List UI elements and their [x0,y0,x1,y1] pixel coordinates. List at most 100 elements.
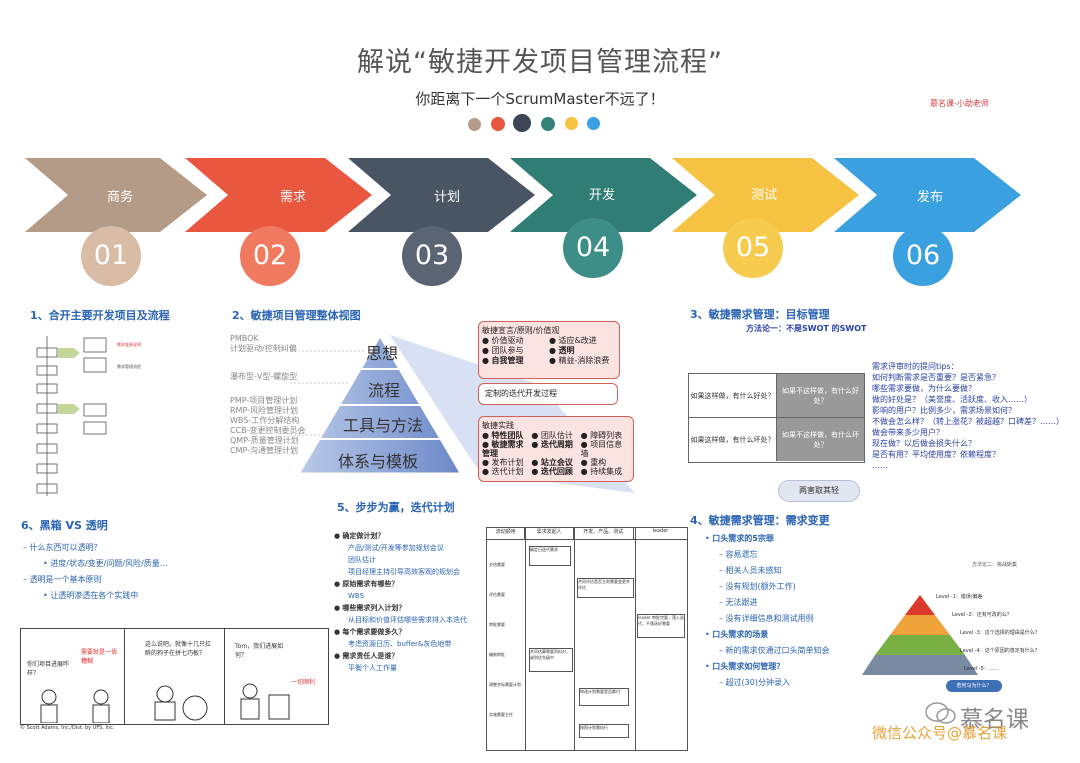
left-label: PMP-项目管理计划 [230,396,298,405]
blackbox-item: 进度/状态/变更/问题/风险/质量… [50,559,168,568]
blackbox-item: 什么东西可以透明？ [29,543,102,552]
flow-header: 开发、产品、测试 [574,528,634,539]
flow-step: 实施需要主任 [489,712,513,717]
stage-number-2: 02 [240,226,300,286]
left-label: 计划驱动/控制纠偏 [230,344,297,353]
iteration-item: 哪些需求列入计划？ [342,604,406,612]
tip-item: 做会带来多少用户？ [872,428,944,437]
tip-item: 做的好处是？（美誉度、活跃度、收入……） [872,395,1032,404]
req-item: 口头需求如何管理？ [712,662,785,671]
box-item: 团队估计 [540,431,573,440]
dot-5 [565,117,578,130]
tip-item: 哪些需求要做，为什么要做？ [872,384,976,393]
dot-6 [587,117,600,130]
box-item: 迭代计划 [491,467,524,476]
flow-box: 共同估算需要资料对，或则优先级中 [529,648,573,672]
box-item: 障碍列表 [590,431,623,440]
tip-item: 是否有用？平均使用度？依赖程度？ [872,450,1000,459]
svg-text:需求变更说明: 需求变更说明 [117,341,141,347]
comic-text: Tom，我们进展如何？ [235,643,284,659]
stage-number-6: 06 [893,226,953,286]
comic-figures [40,689,110,723]
box-item: 站立会议 [540,458,573,467]
stage-number-4: 04 [563,218,623,278]
stage-arrow-5 [672,158,859,232]
cloud-label: 两害取其轻 [778,480,860,502]
left-label: CCB-变更控制委员会 [230,426,306,435]
comic-figures [240,683,290,720]
box-item: 精益-消除浪费 [558,356,610,365]
iteration-item: 考虑资源日历、buffer&灰色地带 [348,640,452,648]
flow-step: 评估需要 [489,592,505,597]
req-change-list: • 口头需求的5宗罪 – 容易遗忘 – 相关人员未感知 – 没有规划(额外工作)… [705,534,830,687]
page-title: 解说“敏捷开发项目管理流程” [357,47,723,78]
wechat-watermark: 微信公众号@慕名课 [872,724,1008,742]
tip-item: 影响的用户？比例多少，需求场景如何？ [872,406,1016,415]
req-item: 没有详细信息和测试用例 [725,614,814,623]
box-item: 发布计划 [491,458,524,467]
blackbox-item: 透明是一个基本原则 [29,575,102,584]
stage-arrow-4 [510,158,697,232]
left-label: CMP-沟通管理计划 [230,446,299,455]
flow-step: 审批需要 [489,622,505,627]
comic-text: 一切顺利 [291,679,316,686]
tip-item: 现在做？以后做会损失什么？ [872,439,976,448]
tip-item: 不做会怎么样？（转上涨花？被超越？口碑差？……） [872,417,1064,426]
dot-3 [513,114,531,132]
blackbox-item: 让透明渗透在各个实践中 [50,591,139,600]
tip-item: …… [872,461,888,470]
box-item: 重构 [590,458,607,467]
pyramid2-note: 若何马为什么？ [946,680,1002,692]
section-1-flowchart: 需求变更说明 需求管理流程 [22,328,182,508]
iteration-item: 原始需求有哪些？ [342,580,399,588]
section-2-title: 2、敏捷项目管理整体视图 [232,309,361,322]
tips-list: 需求评审时的提问tips： 如何判断需求是否重要？是否紧急？ 哪些需求要做，为什… [872,361,1072,471]
box-item: 团队参与 [491,346,524,355]
section-3-title: 3、敏捷需求管理：目标管理 [690,308,830,321]
pyramid-left-labels: PMBOK 计划驱动/控制纠偏 瀑布型-V型-螺旋型 PMP-项目管理计划 RM… [230,334,306,456]
level-label: Level -5：...... [964,666,999,672]
req-item: 相关人员未感知 [725,566,782,575]
stage-label-4: 开发 [588,188,615,203]
flow-header: 流动顺序 [487,528,526,539]
box-item: 迭代回顾 [540,467,573,476]
req-item: 没有规划(额外工作) [725,582,796,591]
box-item: 自我管理 [491,356,524,365]
swimlane-flowchart: 流动顺序 需求发起人 开发、产品、测试 leader 交给需要 评估需要 审批需… [486,527,688,751]
iteration-item: 团队估计 [348,556,376,564]
req-item: 新的需求仅通过口头简单知会 [725,646,830,655]
box-item: 敏捷需求管理 [482,440,524,458]
layered-pyramid [862,595,978,675]
flow-step: 调整并标需要计划 [489,682,521,687]
stage-label-6: 发布 [916,190,943,205]
req-item: 口头需求的5宗罪 [712,534,774,543]
section-6-title: 6、黑箱 VS 透明 [21,519,108,532]
comic-text: 这么说吧。就像十几只扛醉的狗子在拼七巧板？ [145,641,212,657]
box-title: 敏捷实践 [482,421,514,430]
level-label: Level -4：这个原因的落定有什么？ [960,648,1040,654]
box-item: 项目信息墙 [580,440,623,458]
level-label: Level -2：还有可改的么？ [952,612,1012,618]
iteration-list: ● 确定做计划？ 产品/测试/开发等参加规划会议 团队估计 项目经理主持引导高效… [334,532,467,672]
iteration-item: 项目经理主持引导高效客观的规划会 [348,568,460,576]
comic-text: 需要就是一悟糟糊 [81,649,118,665]
box-item: 透明 [558,346,575,355]
iteration-item: 需求责任人是谁？ [342,652,399,660]
box-item: 适应&改进 [558,336,597,345]
swot-cell-4: 如果不这样做，有什么坏处？ [777,418,864,461]
swot-cell-3: 如果这样做，有什么坏处？ [689,418,777,461]
level-label: Level -3：这个选择的理由是什么？ [960,630,1040,636]
brand-label: 慕名课-小助老师 [930,99,989,108]
flow-box: leader 审批完要，落入迭代，不落选好需要 [637,614,685,638]
stage-label-3: 计划 [433,190,460,205]
req-item: 容易遗忘 [725,550,758,559]
flow-step: 编制审批 [489,652,505,657]
brand-watermark: 慕名课 [960,707,1029,733]
flow-box: 确定日迭代需求 [529,546,571,566]
box-item: 价值驱动 [491,336,524,345]
agile-values-box: 敏捷宣言/原则/价值观 ● 价值驱动 ● 适应&改进 ● 团队参与 ● 透明 ●… [478,321,620,379]
box-item: 特性团队 [491,431,524,440]
stage-number-1: 01 [81,226,141,286]
flow-box: 共同评估是否立刻需要变更并评估 [577,578,634,598]
blackbox-list: – 什么东西可以透明？ • 进度/状态/变更/问题/风险/质量… – 透明是一个… [23,543,168,600]
